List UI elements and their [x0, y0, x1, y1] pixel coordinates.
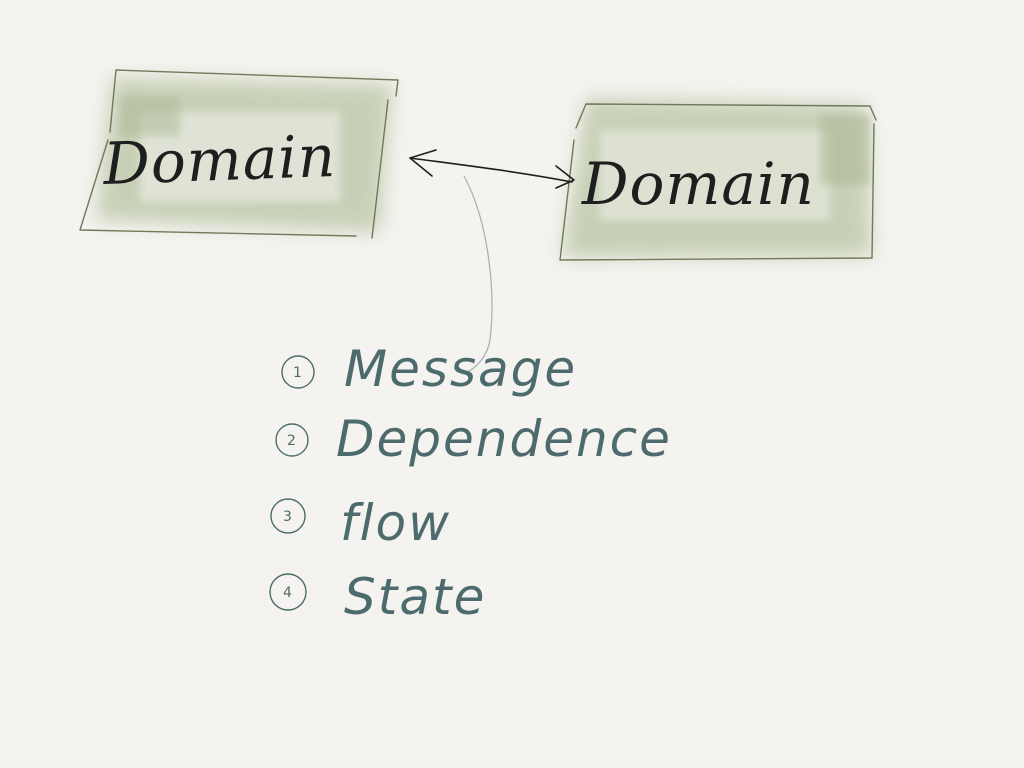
domain-box-right-outline [559, 103, 877, 261]
domain-box-left-outline [79, 69, 399, 239]
list-number: 1 [293, 365, 302, 381]
list-item: 1 Message [281, 340, 577, 398]
list-item-label: State [344, 568, 486, 626]
arrowhead-right [555, 165, 575, 189]
list-number-circle [269, 573, 307, 611]
list-item: 3 flow [270, 494, 451, 552]
domain-box-right-wash [562, 98, 872, 258]
arrowhead-left [409, 149, 437, 177]
list-number-circle [275, 423, 309, 457]
list-item-label: Message [344, 340, 577, 398]
domain-box-right: Domain [559, 98, 877, 261]
domain-connection-arrow [409, 149, 575, 189]
annotation-connector-line [461, 175, 493, 375]
domain-label-right: Domain [581, 150, 815, 218]
list-item: 4 State [269, 568, 486, 626]
list-number: 2 [287, 433, 296, 449]
domain-box-left-wash [96, 78, 392, 232]
list-number: 4 [283, 585, 292, 601]
list-item: 2 Dependence [275, 410, 672, 468]
list-number-circle [270, 498, 306, 534]
domain-box-left: Domain [79, 69, 399, 239]
domain-label-left: Domain [101, 122, 337, 198]
list-item-label: flow [340, 494, 451, 552]
aspect-list: 1 Message 2 Dependence 3 flow 4 State [269, 340, 672, 626]
list-item-label: Dependence [336, 410, 672, 468]
list-number-circle [281, 355, 315, 389]
list-number: 3 [283, 509, 292, 525]
